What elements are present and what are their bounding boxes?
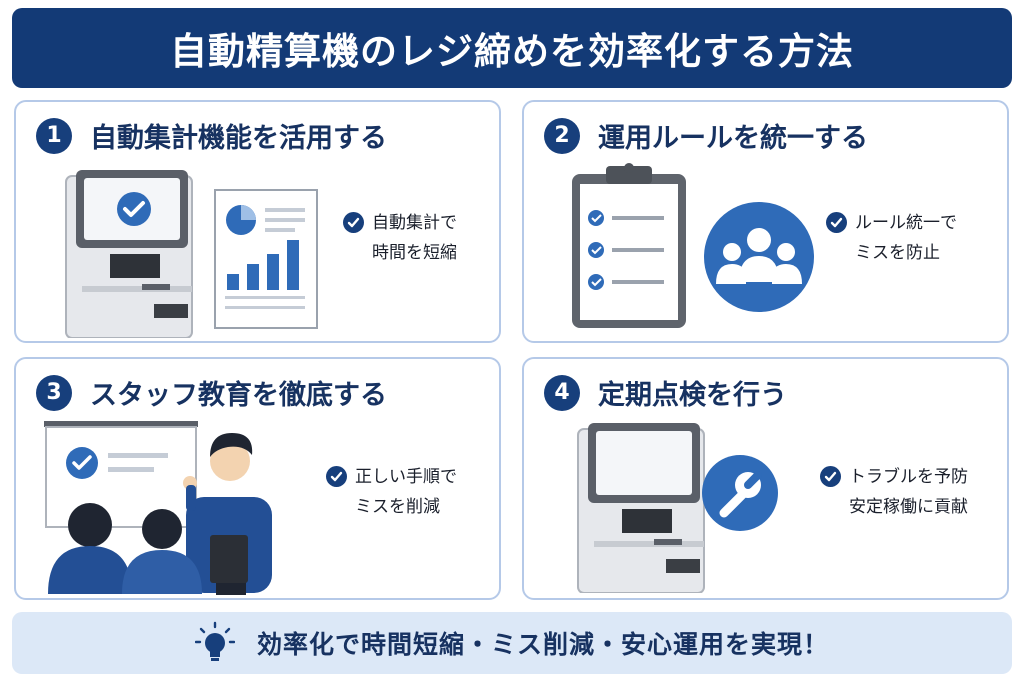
key-point: ルール統一で ミスを防止 xyxy=(826,208,957,268)
key-point-line: ルール統一で xyxy=(855,213,957,233)
wrench-icon xyxy=(702,455,778,531)
card-header: 2 運用ルールを統一する xyxy=(544,116,868,155)
presentation-board-icon xyxy=(44,421,198,528)
checklist-clipboard-icon xyxy=(572,163,686,328)
card-header: 4 定期点検を行う xyxy=(544,373,787,412)
kiosk-terminal-icon xyxy=(577,423,705,593)
card-title: スタッフ教育を徹底する xyxy=(90,380,387,411)
key-point-line: ミスを防止 xyxy=(855,243,940,263)
key-point-line: 正しい手順で xyxy=(355,467,457,487)
key-point-line: 安定稼働に貢献 xyxy=(849,497,968,517)
check-icon xyxy=(826,212,847,233)
lightbulb-icon xyxy=(194,621,235,661)
step-number-badge: 3 xyxy=(36,374,72,411)
team-people-icon xyxy=(704,202,814,312)
trainees-icon xyxy=(48,503,202,594)
key-point-line: トラブルを予防 xyxy=(849,467,968,487)
check-icon xyxy=(326,466,347,487)
card-title: 定期点検を行う xyxy=(598,380,787,411)
card-title: 運用ルールを統一する xyxy=(598,123,868,154)
card-regular-inspection: 4 定期点検を行う トラブルを予防 安定稼働に貢献 xyxy=(522,357,1009,600)
step-number-badge: 4 xyxy=(544,374,580,411)
step-number-badge: 1 xyxy=(36,117,72,154)
summary-text: 効率化で時間短縮・ミス削減・安心運用を実現！ xyxy=(256,630,829,659)
check-icon xyxy=(820,466,841,487)
instructor-icon xyxy=(183,433,272,595)
card-header: 1 自動集計機能を活用する xyxy=(36,116,387,155)
key-point: 正しい手順で ミスを削減 xyxy=(326,462,457,522)
card-staff-training: 3 スタッフ教育を徹底する 正しい手順で ミスを削減 xyxy=(14,357,501,600)
key-point-line: 時間を短縮 xyxy=(372,243,457,263)
key-point: トラブルを予防 安定稼働に貢献 xyxy=(820,462,968,522)
card-unify-rules: 2 運用ルールを統一する ルール統一で ミスを防止 xyxy=(522,100,1009,343)
key-point: 自動集計で 時間を短縮 xyxy=(343,208,457,268)
summary-footer: 効率化で時間短縮・ミス削減・安心運用を実現！ xyxy=(12,612,1012,674)
page-title: 自動精算機のレジ締めを効率化する方法 xyxy=(170,30,854,73)
kiosk-terminal-icon xyxy=(65,170,193,338)
key-point-line: ミスを削減 xyxy=(355,497,440,517)
card-auto-aggregation: 1 自動集計機能を活用する 自動集計で 時間を短縮 xyxy=(14,100,501,343)
key-point-line: 自動集計で xyxy=(372,213,457,233)
check-icon xyxy=(343,212,364,233)
title-banner: 自動精算機のレジ締めを効率化する方法 xyxy=(12,8,1012,88)
card-header: 3 スタッフ教育を徹底する xyxy=(36,373,387,412)
step-number-badge: 2 xyxy=(544,117,580,154)
card-title: 自動集計機能を活用する xyxy=(90,123,387,154)
report-chart-icon xyxy=(214,189,318,329)
